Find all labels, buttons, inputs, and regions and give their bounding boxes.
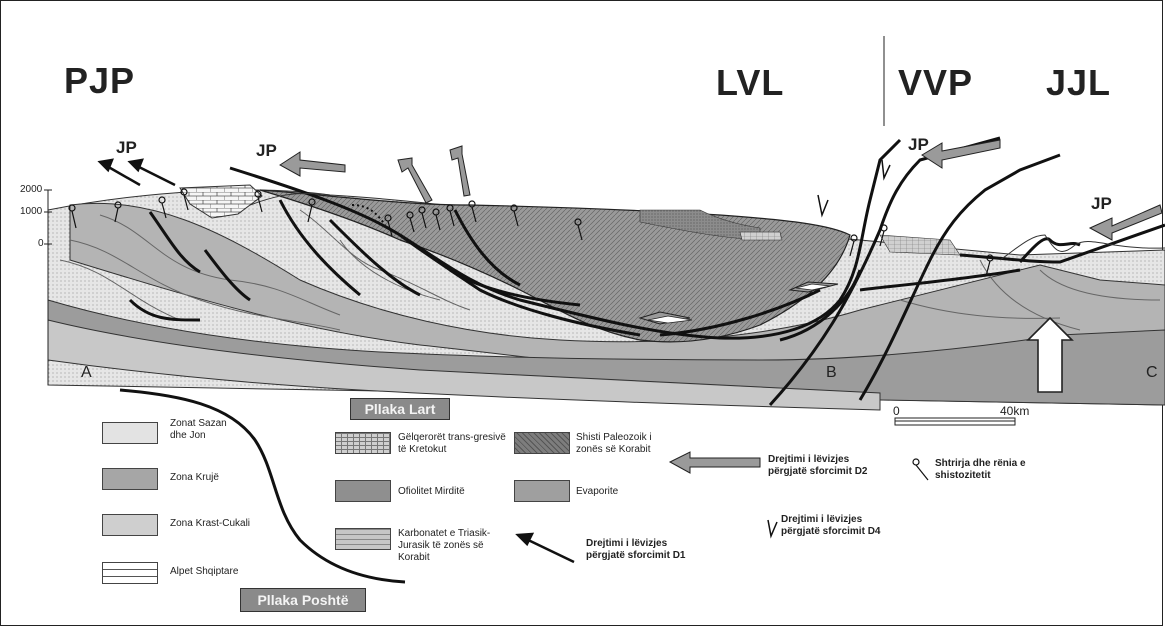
swatch-ofiolitet <box>335 480 391 502</box>
legend-evaporite: Evaporite <box>576 486 618 498</box>
zone-pjp: PJP <box>64 60 135 102</box>
d2-legend-arrow <box>670 452 760 473</box>
swatch-shisti <box>514 432 570 454</box>
legend-kruje: Zona Krujë <box>170 472 219 484</box>
zone-vvp: VVP <box>898 62 973 104</box>
elev-0: 0 <box>38 238 44 249</box>
elev-2000: 2000 <box>20 184 42 195</box>
legend-ofiolitet: Ofiolitet Mirditë <box>398 486 465 498</box>
scale-40km: 40km <box>1000 404 1029 418</box>
point-b: B <box>826 364 837 382</box>
swatch-alpet <box>102 562 158 584</box>
jp-label-1: JP <box>116 138 137 158</box>
jp-label-2: JP <box>256 141 277 161</box>
scale-zero: 0 <box>893 404 900 418</box>
point-a: A <box>81 364 92 382</box>
point-c: C <box>1146 364 1158 382</box>
jp-label-3: JP <box>908 135 929 155</box>
swatch-krast <box>102 514 158 536</box>
carbonate-patch <box>880 235 960 255</box>
elev-1000: 1000 <box>20 206 42 217</box>
swatch-evaporite <box>514 480 570 502</box>
swatch-sazan <box>102 422 158 444</box>
plate-lower-box: Pllaka Poshtë <box>240 588 366 612</box>
plate-upper-box: Pllaka Lart <box>350 398 450 420</box>
zone-jjl: JJL <box>1046 62 1111 104</box>
legend-gelqeroret: Gëlqerorët trans-gresivë të Kretokut <box>398 432 506 456</box>
legend-sazan: Zonat Sazan dhe Jon <box>170 418 240 442</box>
legend-shisti: Shisti Paleozoik i zonës së Korabit <box>576 432 676 456</box>
legend-shistozitet: Shtrirja dhe rënia e shistozitetit <box>935 458 1035 482</box>
legend-karbonatet: Karbonatet e Triasik-Jurasik të zonës së… <box>398 528 518 564</box>
swatch-karbonatet <box>335 528 391 550</box>
legend-d2: Drejtimi i lëvizjes përgjatë sforcimit D… <box>768 454 888 478</box>
legend-krast: Zona Krast-Cukali <box>170 518 250 530</box>
jp-label-4: JP <box>1091 194 1112 214</box>
swatch-gelqeroret <box>335 432 391 454</box>
legend-d4: Drejtimi i lëvizjes përgjatë sforcimit D… <box>781 514 901 538</box>
swatch-kruje <box>102 468 158 490</box>
legend-alpet: Alpet Shqiptare <box>170 566 238 578</box>
legend-d1: Drejtimi i lëvizjes përgjatë sforcimit D… <box>586 538 706 562</box>
zone-lvl: LVL <box>716 62 784 104</box>
